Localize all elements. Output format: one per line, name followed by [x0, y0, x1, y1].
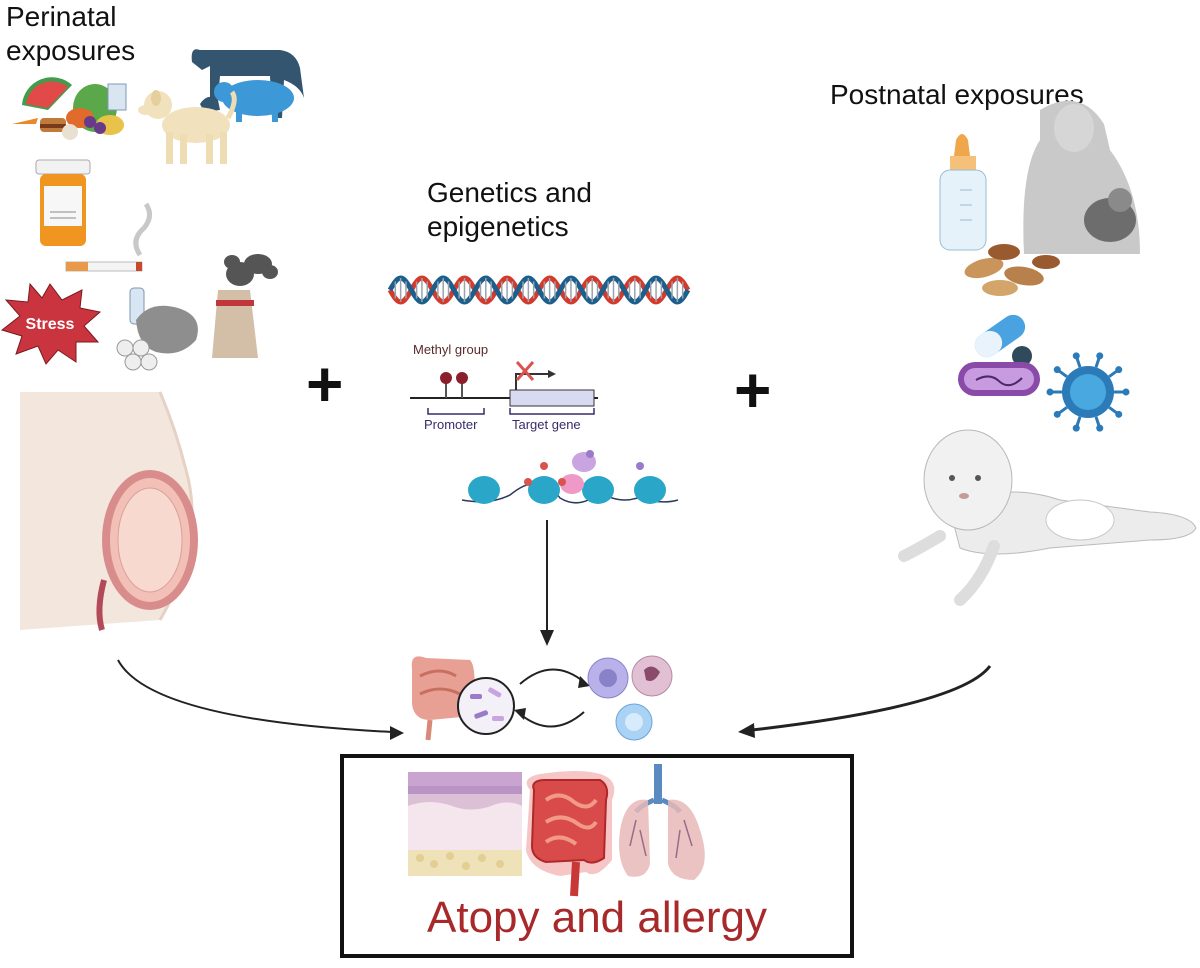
perinatal-illustrations: Stress	[0, 49, 304, 631]
methyl-group-label: Methyl group	[413, 342, 489, 357]
food-icon	[12, 77, 127, 140]
antibiotic-pill-icon	[974, 314, 1032, 366]
postnatal-title: Postnatal exposures	[830, 79, 1084, 110]
blocked-transcription-icon	[515, 361, 535, 381]
gene-diagram	[410, 361, 598, 415]
dog-icon	[138, 90, 237, 164]
virus-icon	[1046, 352, 1130, 432]
pig-icon	[214, 80, 294, 122]
postnatal-arrow-head	[738, 723, 755, 738]
outcome-box	[340, 754, 854, 958]
dna-helix-icon	[387, 275, 691, 305]
cigarette-icon	[65, 202, 152, 272]
gut-microbiome-icon	[411, 656, 515, 741]
plus-sign-left: +	[306, 348, 344, 420]
perinatal-arrow	[117, 659, 393, 733]
peanut-icon	[964, 244, 1060, 296]
methyl-group-icon	[440, 372, 452, 384]
outcome-title: Atopy and allergy	[427, 893, 767, 942]
skin-layers-icon	[408, 772, 522, 876]
lungs-icon	[619, 764, 705, 880]
stress-icon	[0, 282, 102, 365]
bacterium-icon	[958, 362, 1040, 396]
methyl-group-icon	[456, 372, 468, 384]
cycle-arrow-bottom	[519, 711, 585, 728]
pill-bottle-icon	[35, 159, 91, 246]
nucleosome-chromatin-icon	[461, 450, 679, 504]
perinatal-title: Perinatal exposures	[6, 1, 136, 66]
cycle-arrow-top	[519, 668, 585, 685]
pregnant-belly-icon	[20, 391, 198, 631]
genetics-title: Genetics and epigenetics	[427, 177, 592, 242]
down-arrow-head	[540, 630, 554, 646]
inflamed-intestine-icon	[526, 771, 615, 897]
perinatal-arrow-head	[390, 726, 404, 740]
factory-smoke-icon	[212, 254, 278, 358]
plastic-waste-icon	[116, 287, 198, 371]
breastfeeding-icon	[1023, 100, 1140, 254]
stress-label: Stress	[26, 316, 75, 333]
postnatal-arrow	[751, 665, 992, 732]
target-gene-box	[509, 389, 595, 407]
target-gene-label: Target gene	[512, 417, 581, 432]
immune-cells-icon	[587, 655, 673, 741]
baby-bottle-icon	[939, 134, 987, 251]
promoter-label: Promoter	[424, 417, 478, 432]
plus-sign-right: +	[734, 354, 772, 426]
infant-icon	[898, 429, 1197, 606]
